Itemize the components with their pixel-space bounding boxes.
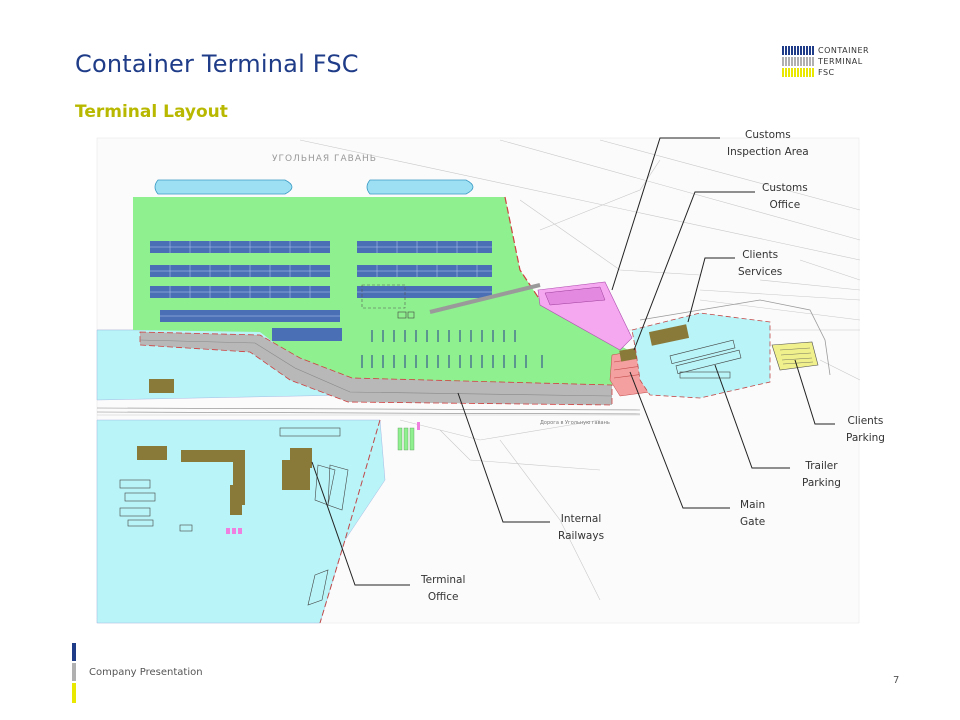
logo-bars-gray bbox=[782, 57, 814, 66]
logo-text-line-2: TERMINAL bbox=[818, 57, 863, 66]
footer-accent-gray bbox=[72, 663, 76, 681]
label-main-gate: Main Gate bbox=[740, 497, 765, 531]
callout-leader-lines bbox=[311, 137, 835, 586]
label-internal-railways: Internal Railways bbox=[558, 511, 604, 545]
label-customs-office-line-1: Customs bbox=[762, 182, 808, 194]
label-clients-parking-line-1: Clients bbox=[847, 415, 884, 427]
label-trailer-parking-line-1: Trailer bbox=[805, 460, 838, 472]
label-terminal-office-line-1: Terminal bbox=[421, 574, 466, 586]
vessel-2 bbox=[366, 179, 474, 195]
leader-clients-services bbox=[687, 257, 735, 323]
internal-railways-area bbox=[139, 331, 613, 406]
label-trailer-parking-line-2: Parking bbox=[802, 477, 841, 489]
leader-trailer-parking bbox=[714, 364, 790, 469]
label-terminal-office: Terminal Office bbox=[421, 572, 465, 606]
label-trailer-parking: Trailer Parking bbox=[802, 458, 841, 492]
footer-accent-blue bbox=[72, 643, 76, 661]
label-customs-inspection-line-1: Customs bbox=[745, 129, 791, 141]
trailer-parking-bays bbox=[669, 339, 742, 379]
label-clients-services: Clients Services bbox=[738, 247, 782, 281]
leader-customs-office bbox=[633, 191, 755, 351]
label-clients-parking: Clients Parking bbox=[846, 413, 885, 447]
clients-services-zone bbox=[631, 312, 771, 399]
page-number: 7 bbox=[893, 675, 900, 686]
label-clients-parking-line-2: Parking bbox=[846, 432, 885, 444]
leader-internal-railways bbox=[457, 392, 550, 523]
rail-tracks bbox=[96, 339, 641, 415]
page-subtitle: Terminal Layout bbox=[75, 102, 228, 122]
clients-services-building bbox=[648, 324, 690, 346]
leader-terminal-office bbox=[311, 461, 410, 586]
logo-bars-blue bbox=[782, 46, 814, 55]
leader-main-gate bbox=[629, 371, 730, 509]
road-label: Дорога в Угольную гавань bbox=[540, 420, 610, 426]
company-logo: CONTAINER TERMINAL FSC bbox=[782, 45, 869, 78]
label-customs-inspection-line-2: Inspection Area bbox=[727, 146, 809, 158]
warehouse-buildings bbox=[137, 379, 312, 515]
inspection-canopy bbox=[544, 286, 606, 306]
outline-structures bbox=[119, 427, 349, 606]
vessel-1 bbox=[154, 179, 293, 195]
harbor-label: УГОЛЬНАЯ ГАВАНЬ bbox=[272, 154, 377, 164]
label-clients-services-line-2: Services bbox=[738, 266, 783, 278]
label-internal-railways-line-2: Railways bbox=[558, 530, 605, 542]
logo-bars-yellow bbox=[782, 68, 814, 77]
logo-text-line-3: FSC bbox=[818, 68, 835, 77]
page-title: Container Terminal FSC bbox=[75, 50, 359, 78]
clients-parking-zone bbox=[771, 341, 819, 371]
label-main-gate-line-2: Gate bbox=[740, 516, 766, 528]
pink-markers bbox=[226, 422, 420, 534]
label-customs-office: Customs Office bbox=[762, 180, 808, 214]
access-road bbox=[639, 299, 831, 376]
small-structures bbox=[397, 311, 415, 319]
container-stack-dividers bbox=[150, 241, 492, 317]
inspection-road bbox=[429, 283, 541, 314]
green-tracks-small bbox=[397, 427, 415, 451]
leader-clients-parking bbox=[794, 359, 835, 425]
yard-boundary bbox=[504, 196, 541, 301]
leader-customs-inspection bbox=[611, 137, 720, 291]
label-clients-services-line-1: Clients bbox=[742, 249, 779, 261]
footer-accent-yellow bbox=[72, 683, 76, 703]
label-internal-railways-line-1: Internal bbox=[560, 513, 602, 525]
site-boundary-east bbox=[319, 419, 381, 624]
label-terminal-office-line-2: Office bbox=[427, 591, 459, 603]
stacking-columns bbox=[361, 330, 543, 368]
dashed-plot bbox=[361, 284, 406, 309]
label-main-gate-line-1: Main bbox=[740, 499, 766, 511]
footer-company-text: Company Presentation bbox=[89, 667, 203, 678]
label-customs-office-line-2: Office bbox=[769, 199, 801, 211]
logo-text-line-1: CONTAINER bbox=[818, 46, 870, 55]
parking-stalls bbox=[779, 347, 814, 365]
label-customs-inspection: Customs Inspection Area bbox=[727, 127, 809, 161]
